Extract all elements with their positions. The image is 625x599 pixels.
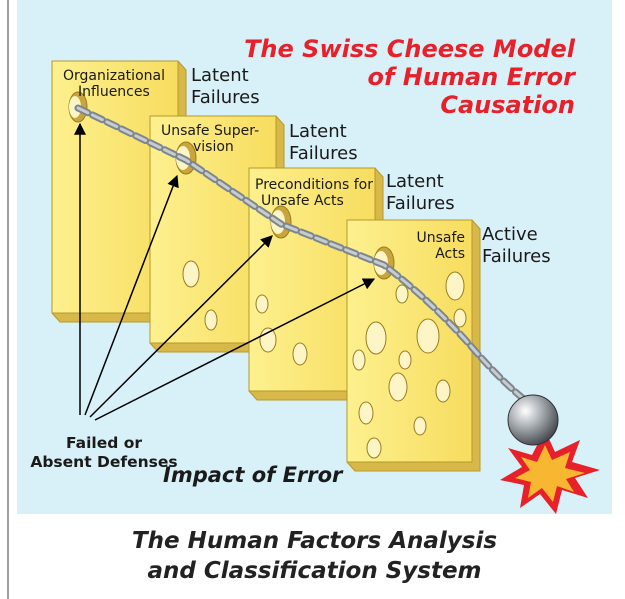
slice-4-label-line-1: Unsafe [416, 230, 465, 246]
failure-2-line-1: Latent [289, 121, 347, 142]
failure-3-line-2: Failures [386, 193, 455, 214]
impact-of-error-label: Impact of Error [163, 463, 344, 487]
failure-2-line-2: Failures [289, 143, 358, 164]
slice-1-label-line-1: Organizational [63, 68, 165, 84]
swiss-cheese-diagram: The Swiss Cheese Model of Human Error Ca… [30, 35, 600, 514]
cheese-hole [182, 260, 200, 288]
failure-labels: Latent Failures Latent Failures Latent F… [191, 65, 551, 267]
cheese-hole [352, 349, 366, 371]
cheese-hole [204, 309, 218, 331]
figure-caption: The Human Factors Analysis and Classific… [0, 526, 625, 586]
chain [74, 104, 529, 404]
slice-1-label-line-2: Influences [78, 84, 150, 100]
diagram-title: The Swiss Cheese Model of Human Error Ca… [244, 35, 577, 119]
failure-3-line-1: Latent [386, 171, 444, 192]
cheese-hole [398, 350, 412, 370]
cheese-hole [255, 294, 269, 314]
caption-line-2: and Classification System [147, 558, 482, 584]
arrow-to-slice-4 [94, 278, 376, 421]
left-margin-rule [7, 0, 9, 599]
slice-4-label-line-2: Acts [435, 246, 465, 262]
cheese-hole [395, 284, 409, 304]
title-line-1: The Swiss Cheese Model [244, 35, 576, 63]
slice-2-label-line-2: vision [193, 139, 234, 155]
cheese-hole [366, 437, 382, 459]
defenses-label-line-2: Absent Defenses [30, 453, 177, 471]
cheese-hole [445, 271, 465, 301]
wrecking-ball [507, 394, 559, 446]
cheese-hole [365, 321, 387, 355]
caption-line-1: The Human Factors Analysis [131, 528, 498, 554]
arrow-to-slice-2 [84, 174, 179, 416]
cheese-hole [416, 318, 440, 354]
cheese-hole [435, 379, 451, 403]
failure-1-line-2: Failures [191, 87, 260, 108]
failure-4-line-1: Active [482, 224, 538, 245]
cheese-hole [292, 342, 308, 366]
slice-2-label-line-1: Unsafe Super- [161, 123, 259, 139]
title-line-2: of Human Error [368, 63, 578, 91]
slice-3-label-line-2: Unsafe Acts [261, 193, 344, 209]
failure-1-line-1: Latent [191, 65, 249, 86]
cheese-hole [413, 416, 427, 436]
cheese-hole [358, 401, 374, 425]
impact-burst [500, 430, 600, 514]
slice-3-label-line-1: Preconditions for [255, 177, 373, 193]
defenses-label-line-1: Failed or [66, 434, 142, 452]
defense-arrows [74, 122, 376, 421]
cheese-hole [259, 327, 277, 353]
cheese-hole [388, 372, 408, 402]
arrow-to-slice-3 [89, 235, 273, 418]
cheese-hole [453, 308, 467, 328]
failure-4-line-2: Failures [482, 246, 551, 267]
title-line-3: Causation [440, 91, 575, 119]
